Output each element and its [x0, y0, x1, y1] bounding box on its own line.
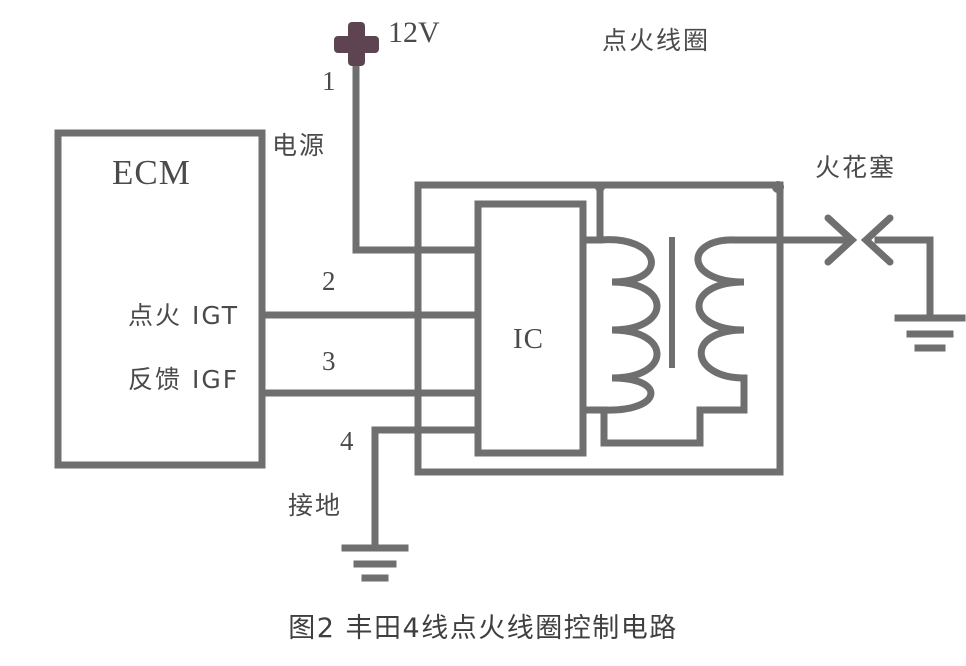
secondary-winding: [694, 236, 748, 382]
spark-plug-electrode-left: [824, 214, 858, 266]
plus-symbol-icon: [334, 22, 379, 66]
pin-number-1: 1: [322, 66, 336, 96]
spark-plug-label: 火花塞: [815, 153, 897, 182]
terminal-label-power: 电源: [272, 131, 327, 160]
primary-winding-lead-bottom: [600, 406, 704, 447]
ignition-coil-label: 点火线圈: [602, 26, 711, 55]
junction-dot-coil-topright: [772, 181, 784, 193]
pin-number-2: 2: [322, 266, 336, 296]
ecm-label: ECM: [112, 153, 191, 192]
secondary-winding-lead-bottom: [696, 374, 748, 414]
spark-plug-ground-wire: [874, 236, 934, 322]
terminal-label-ground: 接地: [288, 491, 343, 520]
wire-pin4-ground: [371, 426, 482, 552]
spark-plug-electrode-right: [860, 214, 894, 266]
ic-label: IC: [513, 323, 544, 355]
junction-dot-coil-topleft: [595, 182, 605, 192]
primary-winding: [596, 236, 661, 414]
supply-voltage-label: 12V: [388, 16, 440, 49]
pin-number-4: 4: [340, 426, 354, 456]
pin-number-3: 3: [322, 346, 336, 376]
terminal-label-igt: 点火 IGT: [128, 301, 240, 330]
figure-caption: 图2 丰田4线点火线圈控制电路: [288, 613, 678, 644]
ecm-box: [54, 129, 266, 469]
ic-box: [474, 200, 587, 457]
wire-pin1-power: [352, 40, 482, 254]
terminal-label-igf: 反馈 IGF: [128, 365, 240, 394]
